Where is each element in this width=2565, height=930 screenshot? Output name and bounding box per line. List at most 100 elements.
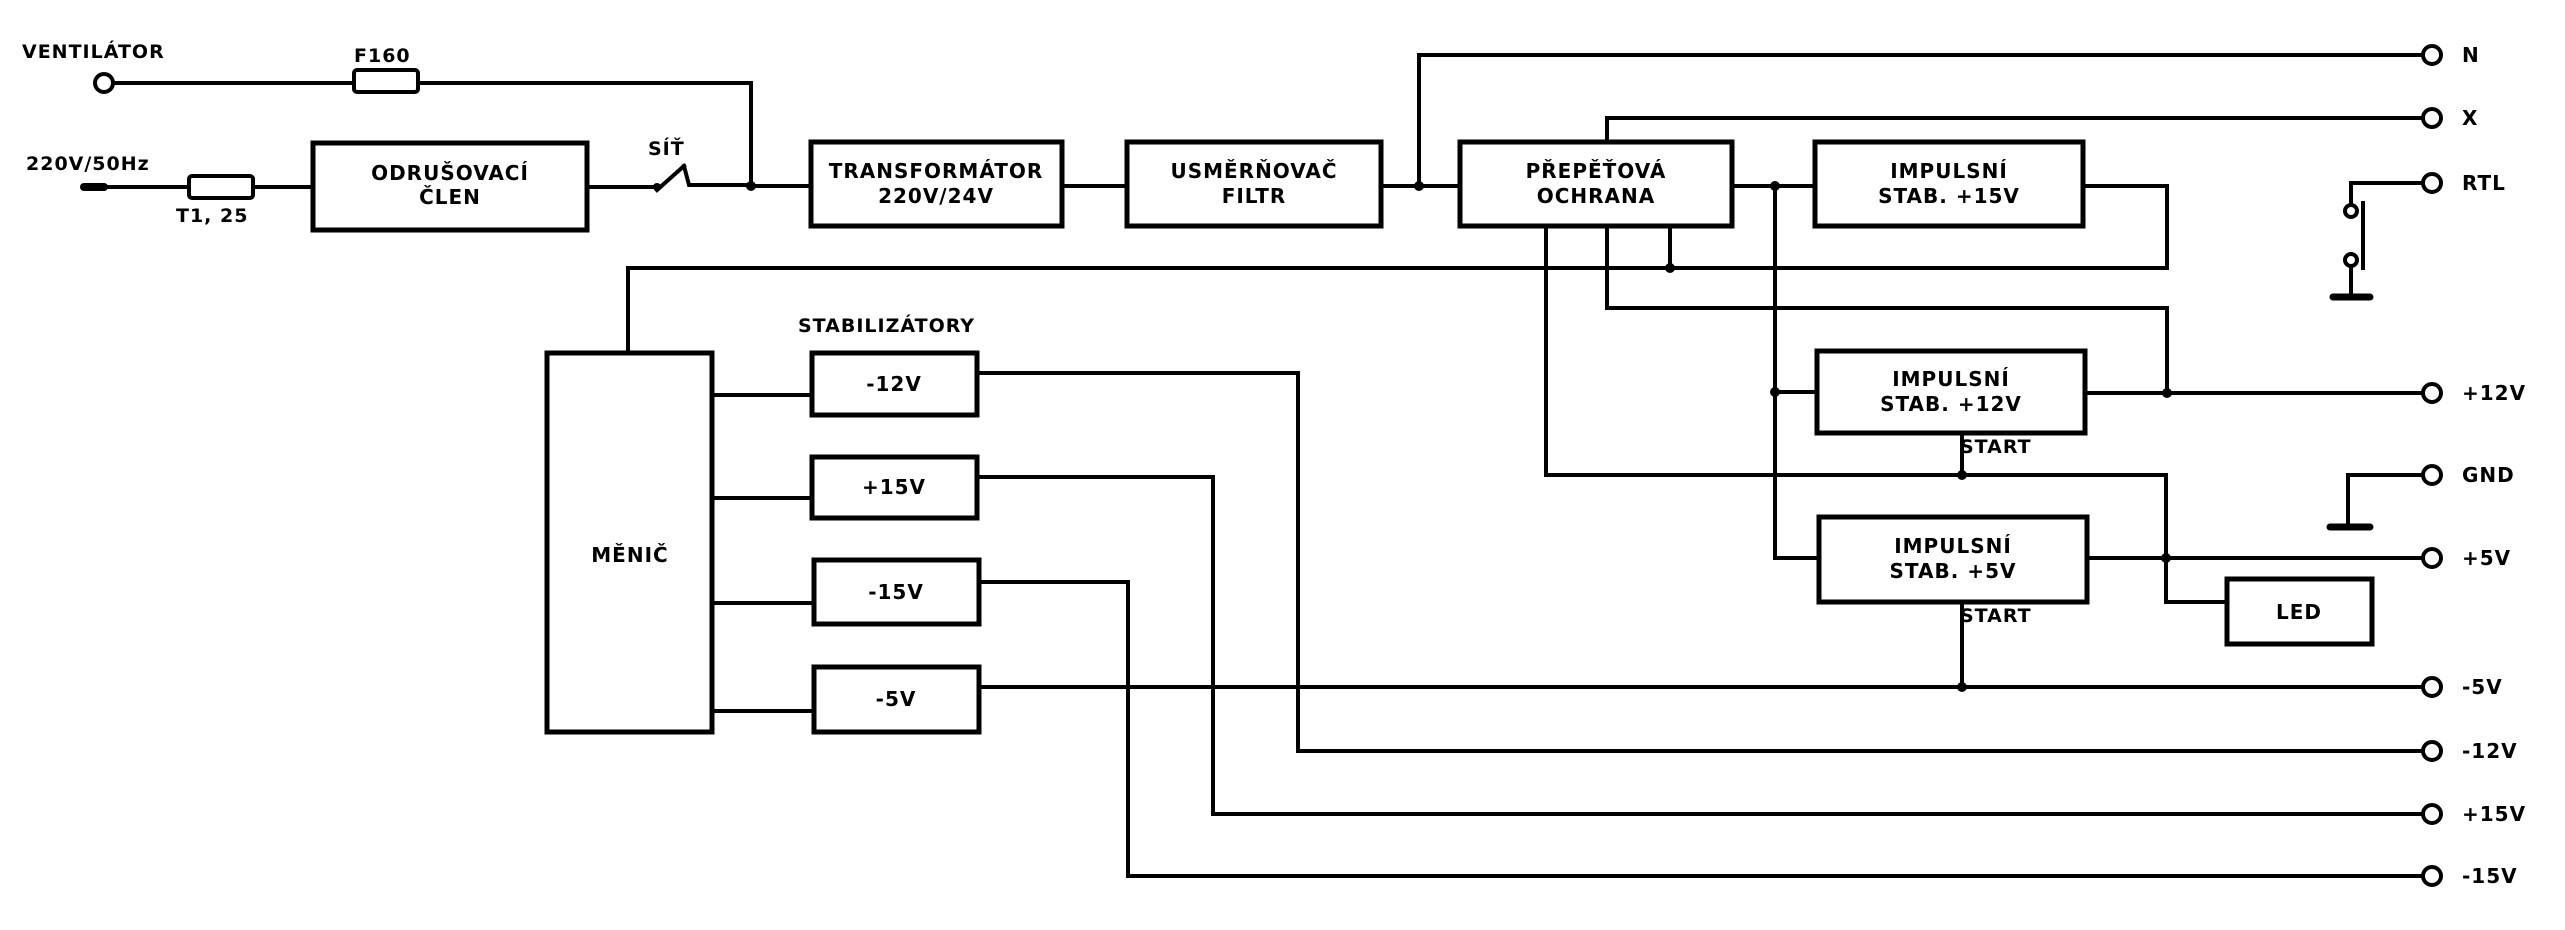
- x-wire: [1605, 116, 2425, 144]
- stab5-start-label: START: [1960, 605, 2032, 627]
- terminal-label: N: [2462, 43, 2480, 67]
- stab15-label-2: STAB. +15V: [1878, 184, 2020, 208]
- fan-wire-to-junction: [416, 81, 753, 188]
- wire-to-stab5: [1773, 184, 1821, 560]
- stab12-label-1: IMPULSNÍ: [1892, 367, 2010, 391]
- switch-lever-icon: [654, 163, 687, 193]
- switch-label: SÍŤ: [648, 136, 685, 160]
- terminal-label: +5V: [2462, 546, 2511, 570]
- stabilizers-heading: STABILIZÁTORY: [798, 314, 975, 337]
- junction-dot: [1665, 263, 1675, 273]
- transformer-label-2: 220V/24V: [878, 184, 994, 208]
- output-terminal: +12V: [2421, 381, 2526, 405]
- mains-input: 220V/50Hz T1, 25: [26, 153, 315, 227]
- minus15v-wire: [977, 580, 2425, 878]
- mains-fuse-label: T1, 25: [176, 205, 248, 227]
- stab15-output-bus: [626, 184, 2169, 355]
- terminal-icon: [2421, 547, 2443, 569]
- rtl-contact-icon: [2343, 203, 2359, 219]
- terminal-icon: [2421, 172, 2443, 194]
- terminal-icon: [2421, 107, 2443, 129]
- rectifier-label-1: USMĚRŇOVAČ: [1170, 159, 1337, 183]
- fan-terminal: [93, 72, 115, 94]
- terminal-icon: [2421, 803, 2443, 825]
- stab12-block: IMPULSNÍ STAB. +12V START: [1814, 348, 2088, 458]
- stab12-label-2: STAB. +12V: [1880, 392, 2022, 416]
- linear-stabilizer: -15V: [710, 557, 2425, 878]
- linear-stabilizer: -12V: [710, 350, 2425, 753]
- mains-label: 220V/50Hz: [26, 153, 150, 175]
- stabilizer-label: +15V: [862, 475, 926, 499]
- linear-stabilizer: +15V: [710, 454, 2425, 816]
- protection-label-1: PŘEPĚŤOVÁ: [1526, 159, 1667, 183]
- terminal-label: -5V: [2462, 675, 2503, 699]
- junction-dot: [2161, 553, 2171, 563]
- rectifier-block: USMĚRŇOVAČ FILTR: [1124, 139, 1384, 229]
- terminal-label: RTL: [2462, 171, 2506, 195]
- stabilizer-box: [809, 350, 980, 418]
- junction-dot: [1770, 387, 1780, 397]
- junction-dot: [1957, 470, 1967, 480]
- minus12v-wire: [975, 371, 2425, 753]
- stabilizer-box: [809, 454, 980, 521]
- output-terminal: X: [2421, 106, 2478, 130]
- rectifier-box: [1124, 139, 1384, 229]
- mains-switch: SÍŤ: [585, 136, 753, 193]
- protection-block: PŘEPĚŤOVÁ OCHRANA: [1457, 139, 1735, 229]
- terminal-icon: [2421, 44, 2443, 66]
- terminal-icon: [2421, 676, 2443, 698]
- linear-stabilizer: -5V: [710, 664, 2425, 735]
- output-terminal: -15V: [2421, 864, 2518, 888]
- fan-fuse-label: F160: [354, 45, 411, 67]
- gnd-wire: [2346, 473, 2425, 529]
- stab5-label-2: STAB. +5V: [1890, 559, 2017, 583]
- output-terminal: -5V: [2421, 675, 2503, 699]
- stab15-label-1: IMPULSNÍ: [1890, 159, 2008, 183]
- stabilizer-box: [811, 664, 982, 735]
- rtl-switch: [2329, 181, 2425, 301]
- led-block: LED: [2224, 576, 2375, 647]
- stab5-box: [1816, 514, 2090, 605]
- stabilizer-label: -5V: [876, 687, 917, 711]
- terminal-label: -15V: [2462, 864, 2518, 888]
- stabilizer-label: -15V: [868, 580, 924, 604]
- terminal-label: X: [2462, 106, 2478, 130]
- output-terminal: -12V: [2421, 739, 2518, 763]
- terminal-icon: [2421, 740, 2443, 762]
- transformer-block: TRANSFORMÁTOR 220V/24V: [808, 139, 1065, 229]
- converter-block: MĚNIČ: [544, 350, 715, 735]
- terminal-label: +12V: [2462, 381, 2526, 405]
- filter-box: [310, 140, 590, 233]
- converter-label: MĚNIČ: [591, 543, 668, 567]
- stab5-block: IMPULSNÍ STAB. +5V START: [1816, 514, 2090, 627]
- fan-fuse-icon: [352, 68, 420, 94]
- terminal-label: GND: [2462, 463, 2515, 487]
- led-box: [2224, 576, 2375, 647]
- output-terminal: N: [2421, 43, 2480, 67]
- gnd-bus-wire: [1544, 224, 2229, 604]
- stabilizer-box: [811, 557, 982, 627]
- fan-input: VENTILÁTOR F160: [22, 40, 753, 188]
- output-terminal: +5V: [2421, 546, 2511, 570]
- protection-to-12v-wire: [1605, 224, 2169, 394]
- output-terminal: GND: [2421, 463, 2515, 487]
- stab12-box: [1814, 348, 2088, 436]
- junction-dot: [2162, 388, 2172, 398]
- stabilizer-label: -12V: [866, 372, 922, 396]
- led-label: LED: [2276, 600, 2322, 624]
- stab12-start-label: START: [1960, 436, 2032, 458]
- n-wire: [1417, 53, 2425, 188]
- rtl-wire: [2349, 181, 2425, 207]
- switch-wire-out: [681, 163, 753, 187]
- mains-fuse-icon: [187, 174, 255, 200]
- stab15-block: IMPULSNÍ STAB. +15V: [1812, 139, 2086, 229]
- terminal-icon: [2421, 464, 2443, 486]
- transformer-label-1: TRANSFORMÁTOR: [829, 159, 1044, 183]
- filter-label-1: ODRUŠOVACÍ: [371, 161, 529, 185]
- rectifier-label-2: FILTR: [1222, 184, 1287, 208]
- protection-label-2: OCHRANA: [1537, 184, 1656, 208]
- output-terminal: +15V: [2421, 802, 2525, 826]
- plus15v-wire: [975, 475, 2425, 816]
- terminal-label: -12V: [2462, 739, 2518, 763]
